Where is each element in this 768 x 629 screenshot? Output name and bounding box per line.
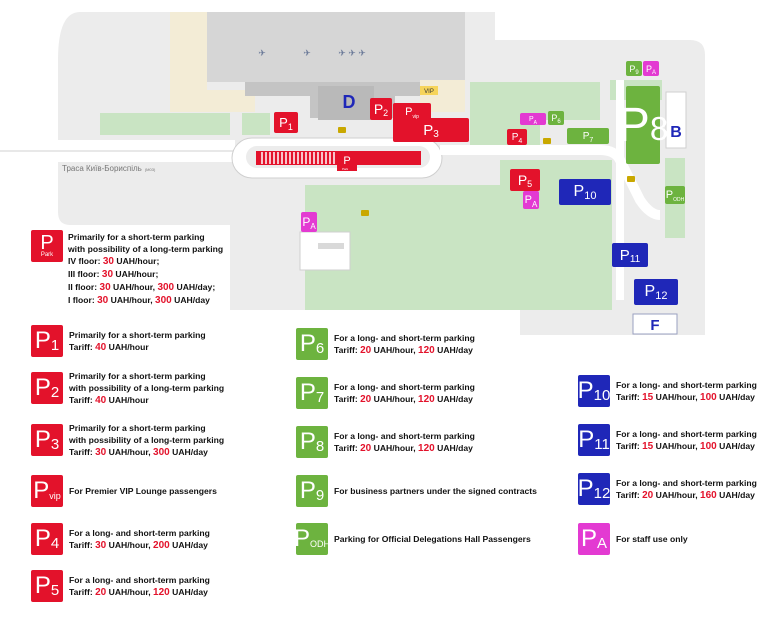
terminal-b-building	[665, 91, 687, 149]
legend-pbox-text: Primarily for a short-term parking with p…	[68, 231, 223, 307]
bus-icon	[361, 210, 369, 216]
legend-text-p9: For business partners under the signed c…	[334, 486, 537, 496]
vip-sign-label: VIP	[424, 89, 434, 95]
svg-text:Park: Park	[342, 167, 349, 171]
forecourt	[170, 12, 255, 112]
legend-text-podh: Parking for Official Delegations Hall Pa…	[334, 534, 531, 544]
bus-icon	[543, 138, 551, 144]
pbox-floor-tariff: IV floor: 30 UAH/hour;	[68, 256, 160, 267]
park-strip-mid	[242, 113, 270, 135]
pbox-title: Primarily for a short-term parking	[68, 232, 205, 242]
park-central	[305, 160, 560, 310]
plane-icon: ✈	[338, 48, 346, 58]
pbox-floor-tariff: I floor: 30 UAH/hour, 300 UAH/day	[68, 295, 210, 306]
apron	[207, 12, 465, 82]
terminal-f-label: F	[650, 317, 659, 334]
vip-sign-box	[420, 86, 438, 95]
park-strip-west	[100, 113, 230, 135]
terminal-b-label: B	[670, 124, 682, 141]
plane-icons: ✈ ✈ ✈ ✈ ✈	[258, 48, 366, 58]
pbox-floor-tariff: III floor: 30 UAH/hour;	[68, 269, 159, 280]
plane-icon: ✈	[303, 48, 311, 58]
road-label: Траса Київ-Бориспіль(М03)	[62, 164, 156, 173]
bus-icons	[338, 127, 635, 216]
legend-pbox-icon: P Park	[31, 230, 63, 262]
terminal-f-building	[632, 313, 678, 335]
plane-icon: ✈	[358, 48, 366, 58]
pbox-title: with possibility of a long-term parking	[68, 244, 224, 254]
bus-icon	[627, 176, 635, 182]
airport-map: B D VIP F Траса Київ-Бориспіль(М03) P Pa…	[0, 12, 705, 335]
pbox-floor-tariff: II floor: 30 UAH/hour, 300 UAH/day;	[68, 282, 216, 293]
parking-box-map-badge: P Park	[337, 153, 357, 171]
legend-text-pvip: For Premier VIP Lounge passengers	[69, 486, 217, 496]
bus-icon	[338, 127, 346, 133]
terminal-d-label: D	[343, 92, 356, 112]
parking-lot-mark	[318, 243, 344, 249]
plane-icon: ✈	[348, 48, 356, 58]
plane-icon: ✈	[258, 48, 266, 58]
parking-lot-plot	[299, 231, 351, 271]
terminal-d-core	[318, 86, 374, 120]
svg-text:P: P	[343, 155, 350, 167]
legend-text-pa: For staff use only	[616, 534, 688, 544]
